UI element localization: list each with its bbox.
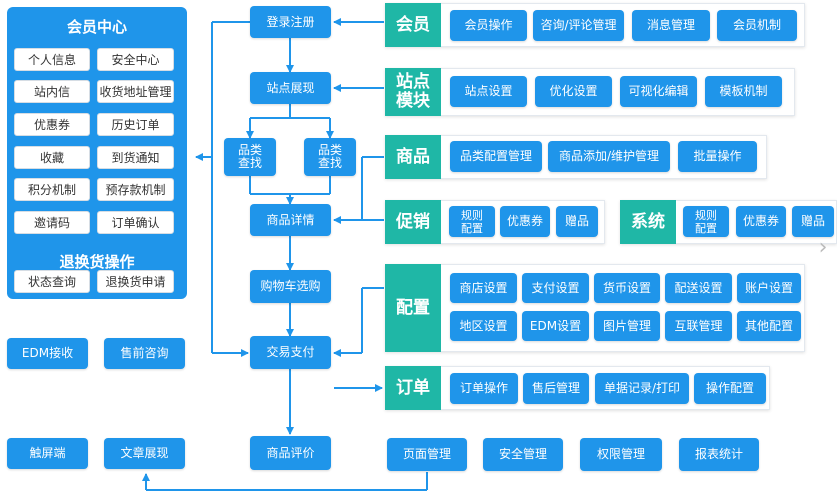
site-settings-button[interactable]: 站点设置 [450, 76, 527, 107]
member-mechanism-button[interactable]: 会员机制 [717, 10, 797, 41]
promo-rule-config-button[interactable]: 规则 配置 [449, 206, 495, 237]
member-op-button[interactable]: 会员操作 [450, 10, 527, 41]
currency-settings-button[interactable]: 货币设置 [594, 273, 660, 303]
member-item-invite-code[interactable]: 邀请码 [14, 211, 90, 234]
edm-receive-button[interactable]: EDM接收 [7, 338, 88, 369]
member-center-title: 会员中心 [66, 18, 127, 36]
category-search-node-1[interactable]: 品类 查找 [224, 138, 276, 176]
member-item-coupons[interactable]: 优惠券 [14, 113, 90, 136]
other-config-button[interactable]: 其他配置 [737, 311, 801, 341]
member-item-inbox[interactable]: 站内信 [14, 80, 90, 103]
returns-status-query[interactable]: 状态查询 [14, 270, 90, 293]
chevron-right-icon[interactable]: › [818, 235, 828, 260]
edm-settings-button[interactable]: EDM设置 [522, 311, 589, 341]
document-record-print-button[interactable]: 单据记录/打印 [595, 373, 689, 404]
seo-settings-button[interactable]: 优化设置 [535, 76, 612, 107]
member-item-favorites[interactable]: 收藏 [14, 146, 90, 169]
returns-request[interactable]: 退换货申请 [97, 270, 174, 293]
member-item-arrival-notice[interactable]: 到货通知 [97, 146, 174, 169]
product-review-node[interactable]: 商品评价 [250, 436, 331, 470]
member-item-personal-info[interactable]: 个人信息 [14, 48, 90, 71]
consult-review-mgmt-button[interactable]: 咨询/评论管理 [533, 10, 624, 41]
member-item-prepaid[interactable]: 预存款机制 [97, 178, 174, 201]
product-module-label: 商品 [385, 135, 441, 179]
batch-operation-button[interactable]: 批量操作 [678, 141, 757, 172]
promo-coupon-button[interactable]: 优惠券 [500, 206, 550, 237]
visual-edit-button[interactable]: 可视化编辑 [620, 76, 697, 107]
image-mgmt-button[interactable]: 图片管理 [594, 311, 660, 341]
report-stats-button[interactable]: 报表统计 [679, 438, 759, 471]
member-module-label: 会员 [385, 3, 441, 47]
message-mgmt-button[interactable]: 消息管理 [632, 10, 710, 41]
security-mgmt-button[interactable]: 安全管理 [483, 438, 563, 471]
page-mgmt-button[interactable]: 页面管理 [387, 438, 467, 471]
region-settings-button[interactable]: 地区设置 [450, 311, 517, 341]
system-rule-config-button[interactable]: 规则 配置 [683, 206, 729, 237]
article-display-button[interactable]: 文章展现 [104, 438, 185, 469]
member-item-security-center[interactable]: 安全中心 [97, 48, 174, 71]
config-module-label: 配置 [385, 264, 441, 352]
member-item-points[interactable]: 积分机制 [14, 178, 90, 201]
system-module-label: 系统 [620, 200, 676, 244]
member-item-order-confirm[interactable]: 订单确认 [97, 211, 174, 234]
permission-mgmt-button[interactable]: 权限管理 [580, 438, 662, 471]
category-search-node-2[interactable]: 品类 查找 [304, 138, 356, 176]
template-mechanism-button[interactable]: 模板机制 [705, 76, 782, 107]
site-module-label: 站点 模块 [385, 68, 441, 116]
after-sales-button[interactable]: 售后管理 [523, 373, 589, 404]
product-detail-node[interactable]: 商品详情 [250, 204, 331, 236]
operation-config-button[interactable]: 操作配置 [694, 373, 766, 404]
system-gift-button[interactable]: 赠品 [792, 206, 834, 237]
category-config-button[interactable]: 品类配置管理 [450, 141, 542, 172]
order-op-button[interactable]: 订单操作 [450, 373, 518, 404]
store-settings-button[interactable]: 商店设置 [450, 273, 517, 303]
payment-settings-button[interactable]: 支付设置 [522, 273, 589, 303]
account-settings-button[interactable]: 账户设置 [737, 273, 801, 303]
returns-title: 退换货操作 [59, 253, 135, 271]
presale-consult-button[interactable]: 售前咨询 [104, 338, 185, 369]
order-module-label: 订单 [385, 366, 441, 410]
system-coupon-button[interactable]: 优惠券 [736, 206, 786, 237]
promo-module-label: 促销 [385, 200, 441, 244]
member-item-order-history[interactable]: 历史订单 [97, 113, 174, 136]
cart-node[interactable]: 购物车选购 [250, 270, 331, 303]
login-register-node[interactable]: 登录注册 [250, 6, 331, 38]
product-add-maintain-button[interactable]: 商品添加/维护管理 [548, 141, 670, 172]
checkout-node[interactable]: 交易支付 [250, 336, 331, 369]
promo-gift-button[interactable]: 赠品 [556, 206, 598, 237]
site-display-node[interactable]: 站点展现 [250, 72, 331, 104]
touch-screen-button[interactable]: 触屏端 [7, 438, 88, 469]
interconnect-mgmt-button[interactable]: 互联管理 [665, 311, 732, 341]
shipping-settings-button[interactable]: 配送设置 [665, 273, 732, 303]
member-item-address[interactable]: 收货地址管理 [97, 80, 174, 103]
